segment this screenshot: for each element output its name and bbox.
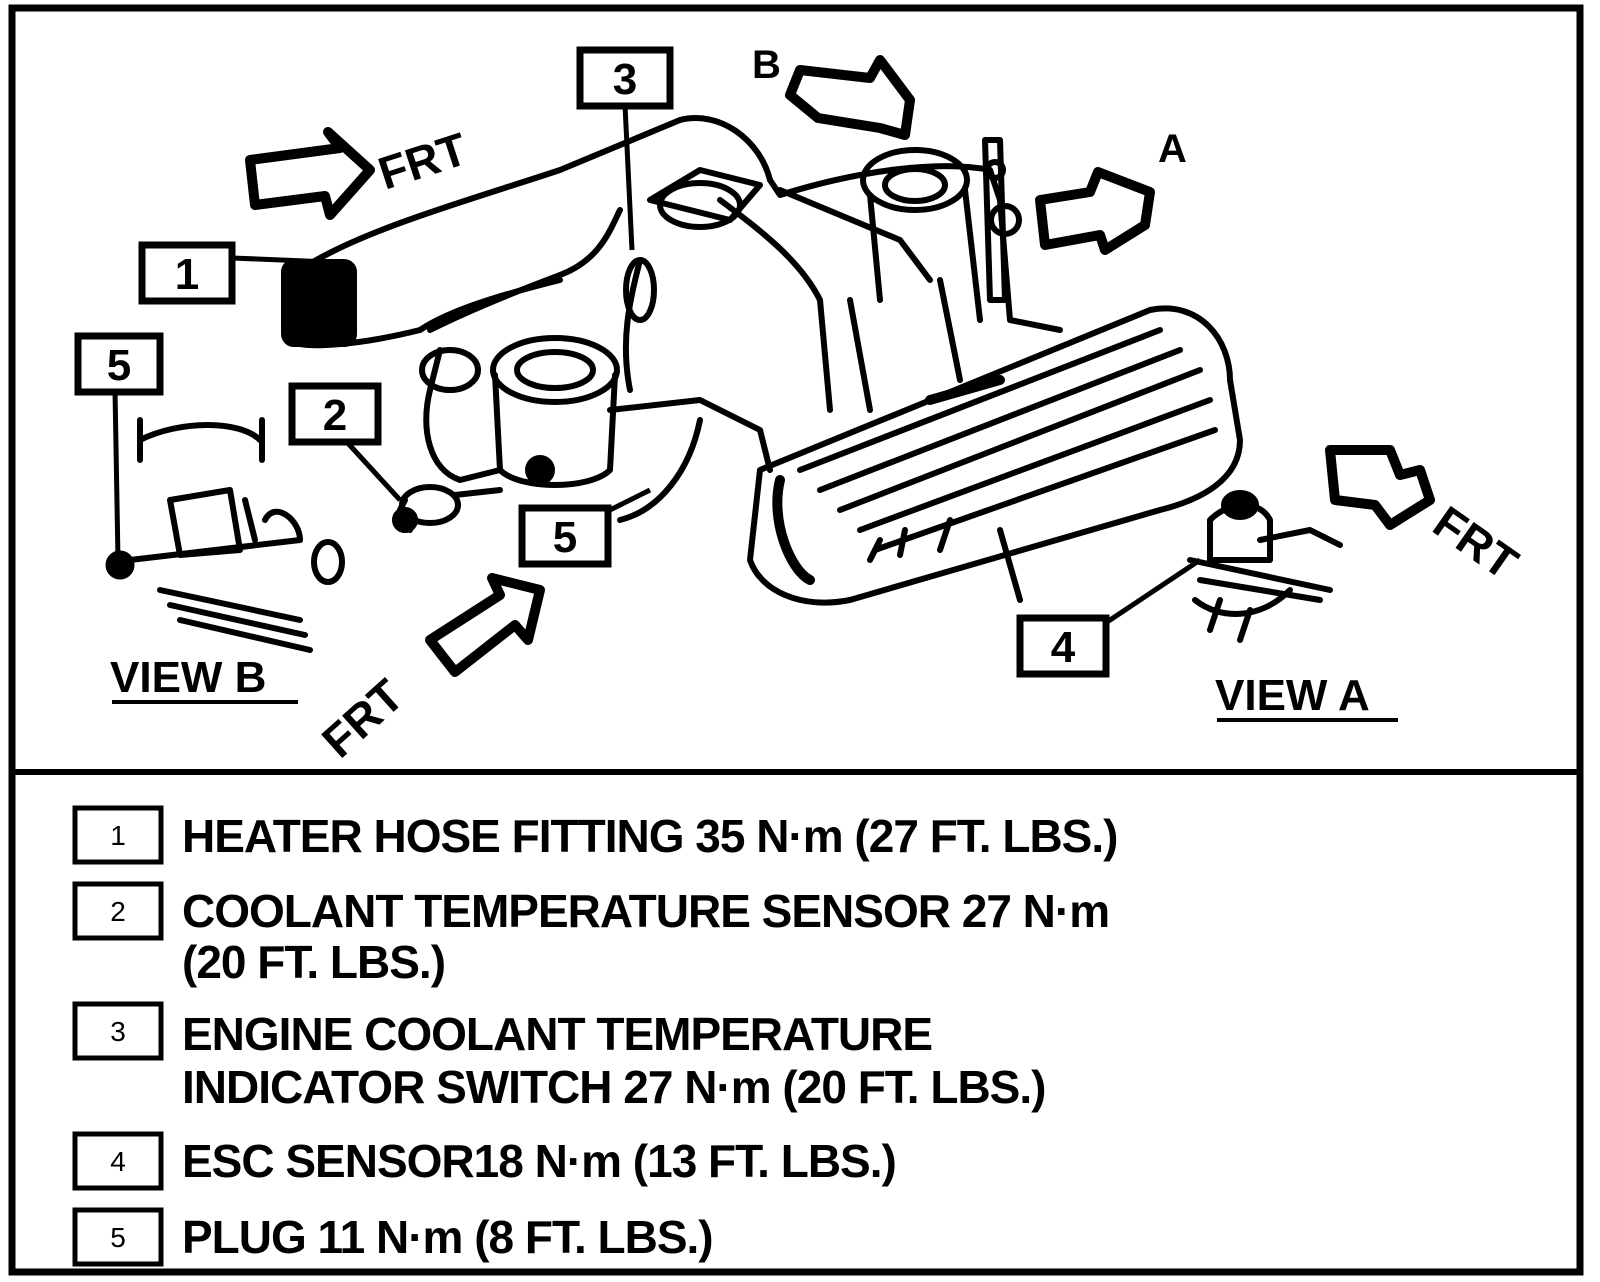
svg-text:VIEW A: VIEW A xyxy=(1215,671,1370,720)
view-b-label: VIEW B xyxy=(110,653,298,704)
svg-text:COOLANT TEMPERATURE SENSOR 27: COOLANT TEMPERATURE SENSOR 27 N·m xyxy=(182,885,1109,937)
svg-text:2: 2 xyxy=(110,896,126,927)
frt-arrow-top xyxy=(245,127,375,220)
callout-5-main: 5 xyxy=(518,504,612,568)
legend: 1 HEATER HOSE FITTING 35 N·m (27 FT. LBS… xyxy=(72,805,1118,1267)
legend-item-1: 1 HEATER HOSE FITTING 35 N·m (27 FT. LBS… xyxy=(72,805,1118,865)
view-a-label: VIEW A xyxy=(1215,671,1398,722)
legend-item-3: 3 ENGINE COOLANT TEMPERATURE INDICATOR S… xyxy=(72,1001,1046,1113)
frt-label-right: FRT xyxy=(1424,496,1527,590)
svg-text:PLUG 11 N·m (8 FT. LBS.): PLUG 11 N·m (8 FT. LBS.) xyxy=(182,1211,713,1263)
svg-text:(20 FT. LBS.): (20 FT. LBS.) xyxy=(182,936,445,988)
view-a-arrow xyxy=(1035,167,1155,255)
heater-block xyxy=(281,259,357,347)
callout-1: 1 xyxy=(138,241,236,305)
svg-text:5: 5 xyxy=(110,1222,126,1253)
view-a-marker: A xyxy=(1158,127,1187,171)
svg-text:3: 3 xyxy=(613,55,637,104)
legend-item-4: 4 ESC SENSOR18 N·m (13 FT. LBS.) xyxy=(72,1131,897,1191)
outer-frame xyxy=(8,4,1584,1276)
callout-2: 2 xyxy=(288,382,382,446)
engine-illustration xyxy=(127,115,1343,653)
svg-text:3: 3 xyxy=(110,1016,126,1047)
callout-3: 3 xyxy=(576,46,674,110)
view-b-arrow xyxy=(785,55,915,140)
frt-label-bottom: FRT xyxy=(312,669,413,767)
view-b-marker: B xyxy=(752,43,781,87)
svg-text:5: 5 xyxy=(107,341,131,390)
svg-text:4: 4 xyxy=(110,1146,126,1177)
svg-text:ESC SENSOR18 N·m (13 FT. LBS.): ESC SENSOR18 N·m (13 FT. LBS.) xyxy=(182,1135,896,1187)
svg-text:ENGINE COOLANT TEMPERATURE: ENGINE COOLANT TEMPERATURE xyxy=(182,1008,932,1060)
svg-text:1: 1 xyxy=(175,250,199,299)
legend-item-5: 5 PLUG 11 N·m (8 FT. LBS.) xyxy=(72,1207,714,1267)
frt-arrows xyxy=(245,55,1435,677)
svg-text:2: 2 xyxy=(323,391,347,440)
callout-5-view-b: 5 xyxy=(74,332,164,396)
legend-item-2: 2 COOLANT TEMPERATURE SENSOR 27 N·m (20 … xyxy=(72,881,1110,988)
svg-text:1: 1 xyxy=(110,820,126,851)
frt-label-top: FRT xyxy=(372,122,473,199)
frt-arrow-bottom xyxy=(425,573,545,677)
callout-4: 4 xyxy=(1016,614,1110,678)
svg-text:INDICATOR SWITCH 27 N·m (20 FT: INDICATOR SWITCH 27 N·m (20 FT. LBS.) xyxy=(182,1061,1045,1113)
svg-text:VIEW B: VIEW B xyxy=(110,653,266,702)
leader-lines xyxy=(105,104,1202,633)
svg-text:4: 4 xyxy=(1051,623,1076,672)
svg-text:HEATER HOSE FITTING 35 N·m (27: HEATER HOSE FITTING 35 N·m (27 FT. LBS.) xyxy=(182,810,1117,862)
frt-arrow-right xyxy=(1325,445,1435,530)
svg-text:5: 5 xyxy=(553,513,577,562)
